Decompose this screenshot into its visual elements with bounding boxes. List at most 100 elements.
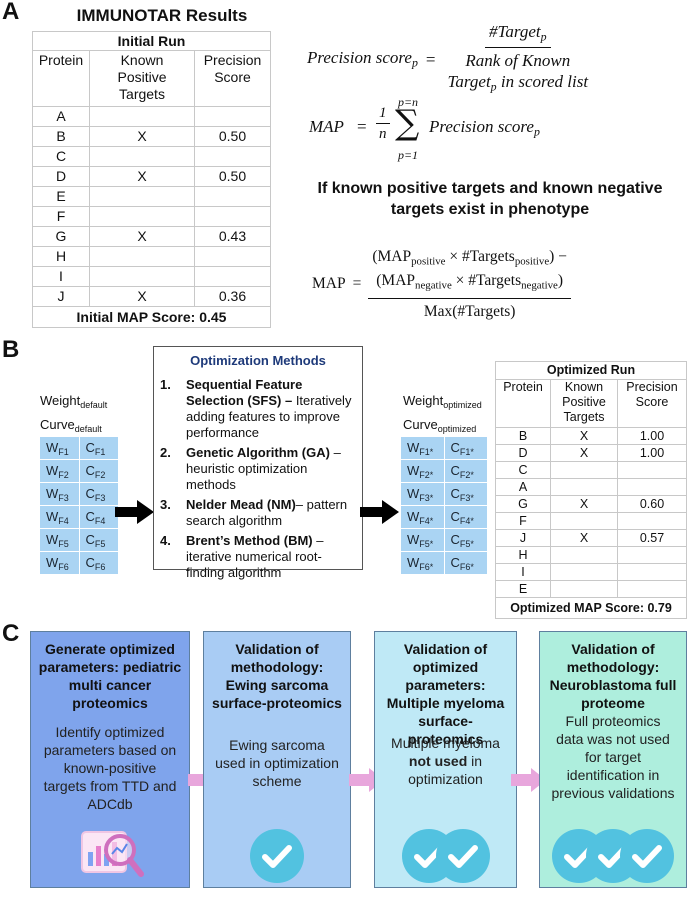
step-title: Generate optimized parameters: pediatric… bbox=[38, 641, 182, 711]
known-positive-cell: X bbox=[89, 226, 195, 247]
table-row: A bbox=[495, 478, 687, 496]
weight-cell: WF1 bbox=[40, 437, 79, 459]
known-positive-cell: X bbox=[89, 126, 195, 147]
curve-default-label: Curvedefault bbox=[40, 417, 102, 434]
method-number: 1. bbox=[160, 377, 171, 392]
known-positive-cell bbox=[89, 206, 195, 227]
curve-cell: CF6 bbox=[79, 552, 118, 574]
precision-score-cell: 1.00 bbox=[617, 427, 687, 445]
results-title: IMMUNOTAR Results bbox=[76, 6, 248, 25]
step-description: Multiple myeloma not used in optimizatio… bbox=[391, 735, 500, 787]
table-caption: Initial Run bbox=[32, 31, 271, 51]
known-positive-cell bbox=[550, 461, 618, 479]
precision-score-cell: 0.36 bbox=[194, 286, 271, 307]
precision-score-cell: 0.50 bbox=[194, 166, 271, 187]
protein-cell: F bbox=[495, 512, 551, 530]
protein-cell: H bbox=[495, 546, 551, 564]
step-arrow-icon bbox=[511, 768, 546, 792]
table-row: F bbox=[32, 206, 271, 227]
weight-cell: WF4* bbox=[401, 506, 444, 528]
formula-lhs: Precision scorep bbox=[307, 48, 418, 70]
precision-score-cell: 0.43 bbox=[194, 226, 271, 247]
sum-lower: p=1 bbox=[397, 148, 419, 162]
optimized-weight-curve-grid: WF1*CF1*WF2*CF2*WF3*CF3*WF4*CF4*WF5*CF5*… bbox=[401, 437, 487, 574]
checkmark-circle-icon bbox=[250, 829, 304, 883]
method-text: Sequential Feature Selection (SFS) – Ite… bbox=[186, 377, 352, 440]
sum-upper: p=n bbox=[397, 95, 419, 109]
step-title: Validation of optimized parameters: Mult… bbox=[386, 641, 505, 747]
known-positive-cell: X bbox=[550, 427, 618, 445]
optimization-methods-list: 1. Sequential Feature Selection (SFS) – I… bbox=[160, 377, 360, 585]
known-positive-cell bbox=[550, 580, 618, 598]
checkmark-circle-icon bbox=[435, 829, 490, 883]
precision-score-cell bbox=[617, 580, 687, 598]
step-generate-parameters: Generate optimized parameters: pediatric… bbox=[30, 631, 190, 888]
panel-label-b: B bbox=[2, 336, 20, 363]
protein-cell: G bbox=[32, 226, 90, 247]
step-title: Validation of methodology: Neuroblastoma… bbox=[549, 641, 677, 711]
curve-optimized-label: Curveoptimized bbox=[403, 417, 477, 434]
weight-default-label: Weightdefault bbox=[40, 393, 108, 410]
optimization-method-item: 4. Brent’s Method (BM) – iterative numeri… bbox=[160, 533, 360, 581]
precision-score-formula: Precision scorep = #Targetp Rank of Know… bbox=[307, 22, 592, 97]
protein-cell: B bbox=[495, 427, 551, 445]
known-positive-cell bbox=[89, 246, 195, 267]
step-ewing-sarcoma: Validation of methodology: Ewing sarcoma… bbox=[203, 631, 351, 888]
known-positive-cell: X bbox=[550, 444, 618, 462]
header-precision-score: Precision Score bbox=[194, 50, 271, 107]
precision-score-cell: 0.60 bbox=[617, 495, 687, 513]
weight-cell: WF3 bbox=[40, 483, 79, 505]
optimized-run-table: Optimized Run Protein Known Positive Tar… bbox=[495, 361, 687, 619]
header-precision-score: Precision Score bbox=[617, 379, 687, 428]
protein-cell: J bbox=[495, 529, 551, 547]
weight-cell: WF2 bbox=[40, 460, 79, 482]
known-positive-cell bbox=[89, 186, 195, 207]
known-positive-cell bbox=[550, 546, 618, 564]
method-number: 4. bbox=[160, 533, 171, 548]
checkmark-circle-icon bbox=[620, 829, 674, 883]
table-row: F bbox=[495, 512, 687, 530]
step-multiple-myeloma: Validation of optimized parameters: Mult… bbox=[374, 631, 517, 888]
precision-score-cell bbox=[617, 512, 687, 530]
optimization-methods-title: Optimization Methods bbox=[190, 353, 326, 368]
table-row: E bbox=[495, 580, 687, 598]
combined-map-lhs: MAP bbox=[312, 275, 346, 293]
weight-cell: WF5 bbox=[40, 529, 79, 551]
table-row: H bbox=[32, 246, 271, 267]
map-one-over-n: 1 n bbox=[375, 105, 391, 143]
known-positive-cell bbox=[89, 106, 195, 127]
precision-score-cell bbox=[194, 266, 271, 287]
protein-cell: F bbox=[32, 206, 90, 227]
condition-text: If known positive targets and known nega… bbox=[317, 180, 663, 218]
protein-cell: H bbox=[32, 246, 90, 267]
optimization-method-item: 2.Genetic Algorithm (GA) – heuristic opt… bbox=[160, 445, 360, 493]
table-caption: Optimized Run bbox=[495, 361, 687, 380]
known-positive-cell: X bbox=[550, 529, 618, 547]
known-positive-cell: X bbox=[89, 166, 195, 187]
curve-cell: CF5* bbox=[444, 529, 487, 551]
protein-cell: A bbox=[495, 478, 551, 496]
known-positive-cell bbox=[89, 146, 195, 167]
precision-score-cell bbox=[194, 246, 271, 267]
panel-label-a: A bbox=[2, 0, 20, 25]
step-description: Full proteomics data was not used for ta… bbox=[551, 713, 675, 801]
protein-cell: E bbox=[32, 186, 90, 207]
method-text: Brent’s Method (BM) – iterative numerica… bbox=[186, 533, 324, 580]
curve-cell: CF1* bbox=[444, 437, 487, 459]
weight-cell: WF5* bbox=[401, 529, 444, 551]
weight-cell: WF4 bbox=[40, 506, 79, 528]
precision-score-cell: 0.50 bbox=[194, 126, 271, 147]
known-positive-cell bbox=[550, 512, 618, 530]
step-title: Validation of methodology: Ewing sarcoma… bbox=[212, 641, 342, 711]
right-arrow-icon bbox=[115, 500, 154, 524]
step-neuroblastoma: Validation of methodology: Neuroblastoma… bbox=[539, 631, 687, 888]
right-arrow-icon bbox=[360, 500, 399, 524]
method-text: Genetic Algorithm (GA) – heuristic optim… bbox=[186, 445, 341, 492]
known-positive-cell: X bbox=[550, 495, 618, 513]
header-known-positive: Known Positive Targets bbox=[89, 50, 195, 107]
protein-cell: A bbox=[32, 106, 90, 127]
